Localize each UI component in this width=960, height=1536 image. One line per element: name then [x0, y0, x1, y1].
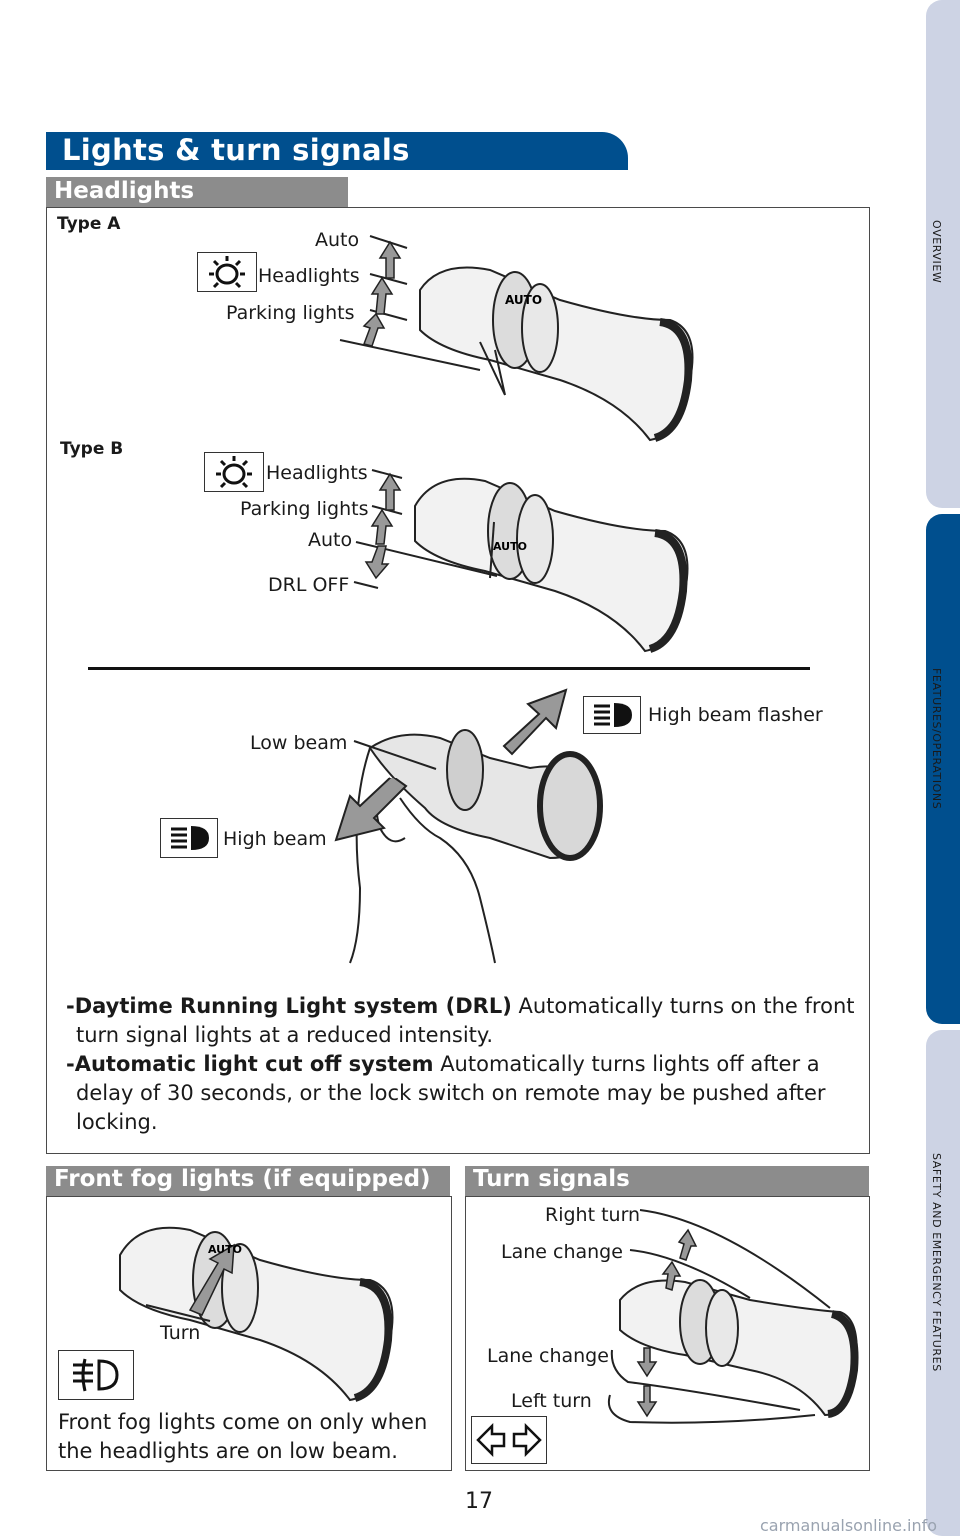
tab-safety-label: SAFETY AND EMERGENCY FEATURES: [930, 1153, 943, 1372]
fog-turn-label: Turn: [160, 1322, 200, 1344]
section-title: Lights & turn signals: [62, 133, 410, 167]
high-beam-icon: [584, 697, 640, 733]
high-beam-icon: [161, 819, 217, 857]
drl-note: -Daytime Running Light system (DRL) Auto…: [66, 992, 866, 1050]
type-a-parking-label: Parking lights: [226, 302, 355, 324]
low-beam-pointer: [350, 735, 440, 775]
type-a-label: Type A: [57, 214, 120, 234]
section-divider: [88, 667, 810, 670]
turn-lever-illustration: [600, 1200, 865, 1430]
type-a-arrows: [352, 228, 412, 358]
turn-heading: Turn signals: [473, 1166, 630, 1192]
type-b-drl-off-label: DRL OFF: [268, 574, 349, 596]
type-a-headlights-label: Headlights: [258, 265, 360, 287]
turn-arrows-icon: [472, 1417, 546, 1463]
watermark: carmanualsonline.info: [760, 1516, 937, 1535]
page-number: 17: [465, 1489, 493, 1514]
high-beam-flasher-label: High beam flasher: [648, 704, 823, 726]
headlight-sun-icon: [205, 453, 263, 491]
right-turn-label: Right turn: [545, 1204, 640, 1226]
lane-change-down-label: Lane change: [487, 1345, 609, 1367]
type-b-headlights-label: Headlights: [266, 462, 368, 484]
fog-light-icon-box: [58, 1350, 134, 1400]
high-beam-icon-box: [160, 818, 218, 858]
turn-signal-icon-box: [471, 1416, 547, 1464]
high-beam-flasher-icon-box: [583, 696, 641, 734]
headlight-icon-box-a: [197, 252, 257, 292]
drl-note-term: -Daytime Running Light system (DRL): [66, 994, 512, 1018]
high-beam-label: High beam: [223, 828, 327, 850]
svg-text:AUTO: AUTO: [208, 1243, 242, 1256]
type-b-parking-label: Parking lights: [240, 498, 369, 520]
type-b-auto-label: Auto: [308, 529, 352, 551]
type-a-auto-label: Auto: [315, 229, 359, 251]
high-beam-arrow: [330, 778, 416, 848]
headlights-heading: Headlights: [54, 178, 194, 204]
tab-features-label: FEATURES/OPERATIONS: [930, 668, 943, 809]
type-b-pointer: [480, 520, 510, 580]
headlight-sun-icon: [198, 253, 256, 291]
low-beam-label: Low beam: [250, 732, 347, 754]
auto-cutoff-note-term: -Automatic light cut off system: [66, 1052, 434, 1076]
fog-description: Front fog lights come on only when the h…: [58, 1408, 448, 1466]
tab-overview-label: OVERVIEW: [930, 220, 943, 283]
fog-light-icon: [59, 1351, 133, 1399]
high-beam-flasher-arrow: [494, 686, 574, 766]
lane-change-up-label: Lane change: [501, 1241, 623, 1263]
svg-text:AUTO: AUTO: [505, 293, 542, 307]
headlight-icon-box-b: [204, 452, 264, 492]
left-turn-label: Left turn: [511, 1390, 592, 1412]
fog-heading: Front fog lights (if equipped): [54, 1166, 431, 1192]
auto-cutoff-note: -Automatic light cut off system Automati…: [66, 1050, 846, 1137]
fog-lever-illustration: AUTO: [110, 1215, 400, 1405]
type-b-label: Type B: [60, 439, 123, 459]
